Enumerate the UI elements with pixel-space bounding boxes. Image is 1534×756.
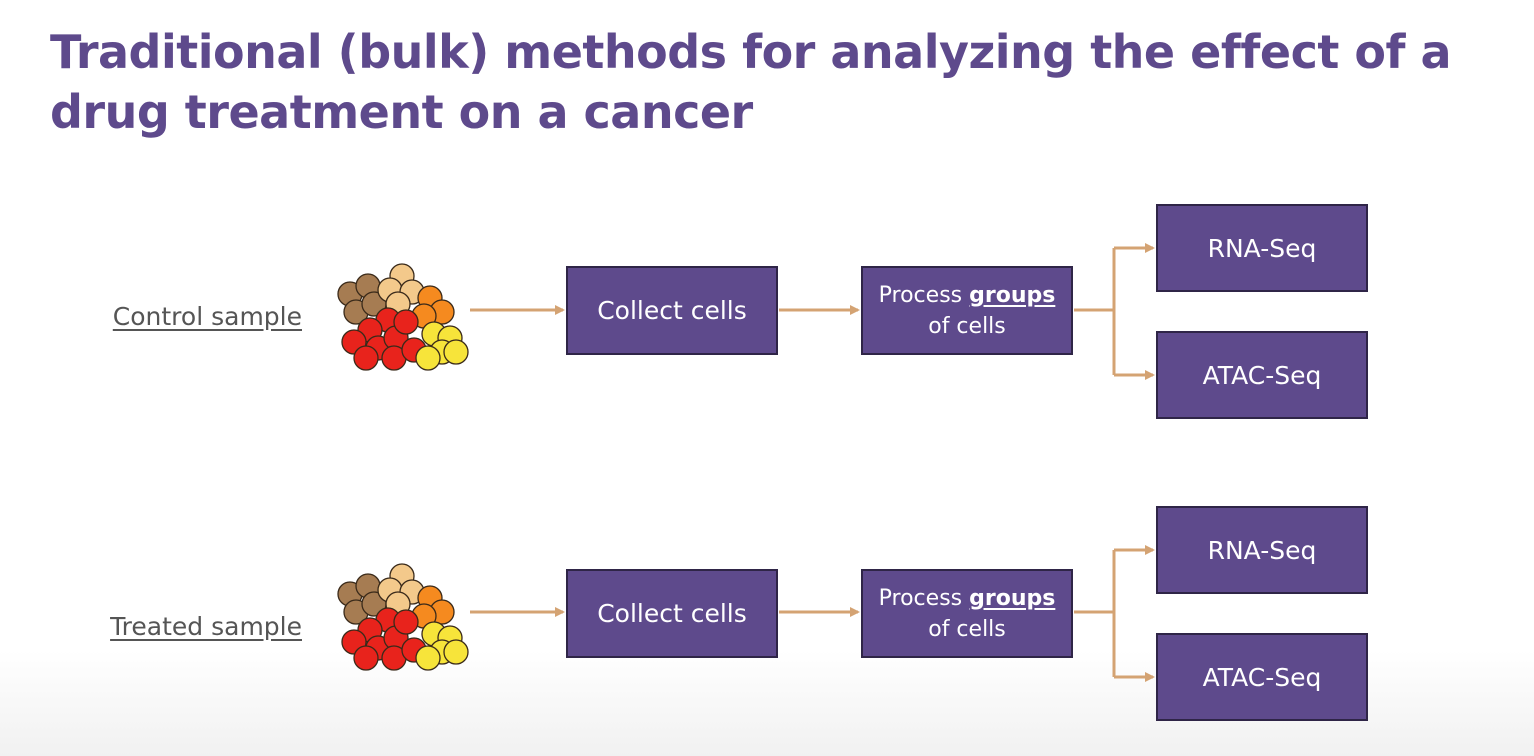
control-collect-cells-box: Collect cells [566,266,778,355]
control-rna-seq-box: RNA-Seq [1156,204,1368,292]
treated-rna-seq-box: RNA-Seq [1156,506,1368,594]
cell-icon [443,339,469,365]
treated-collect-cells-label: Collect cells [597,599,747,628]
control-rna-seq-label: RNA-Seq [1207,233,1317,263]
treated-tumor-cluster-icon [337,563,469,671]
treated-atac-seq-box: ATAC-Seq [1156,633,1368,721]
cell-icon [353,345,379,371]
cell-icon [353,645,379,671]
treated-rna-seq-label: RNA-Seq [1207,535,1317,565]
control-process-prefix: Process [878,282,970,308]
control-atac-seq-box: ATAC-Seq [1156,331,1368,419]
treated-atac-seq-label: ATAC-Seq [1202,662,1322,692]
control-collect-cells-label: Collect cells [597,296,747,325]
control-atac-seq-label: ATAC-Seq [1202,360,1322,390]
cell-icon [443,639,469,665]
treated-process-suffix: of cells [928,616,1006,642]
cell-icon [393,309,419,335]
control-process-groups-box: Process groups of cells [861,266,1073,355]
treated-sample-label: Treated sample [110,612,302,641]
cell-icon [415,645,441,671]
slide-title: Traditional (bulk) methods for analyzing… [50,25,1452,139]
control-tumor-cluster-icon [337,263,469,371]
treated-process-prefix: Process [878,585,970,611]
cell-icon [393,609,419,635]
treated-process-bold: groups [969,585,1056,611]
cell-icon [415,345,441,371]
treated-process-groups-box: Process groups of cells [861,569,1073,658]
control-process-bold: groups [969,282,1056,308]
treated-collect-cells-box: Collect cells [566,569,778,658]
control-process-suffix: of cells [928,313,1006,339]
control-sample-label: Control sample [112,302,302,331]
